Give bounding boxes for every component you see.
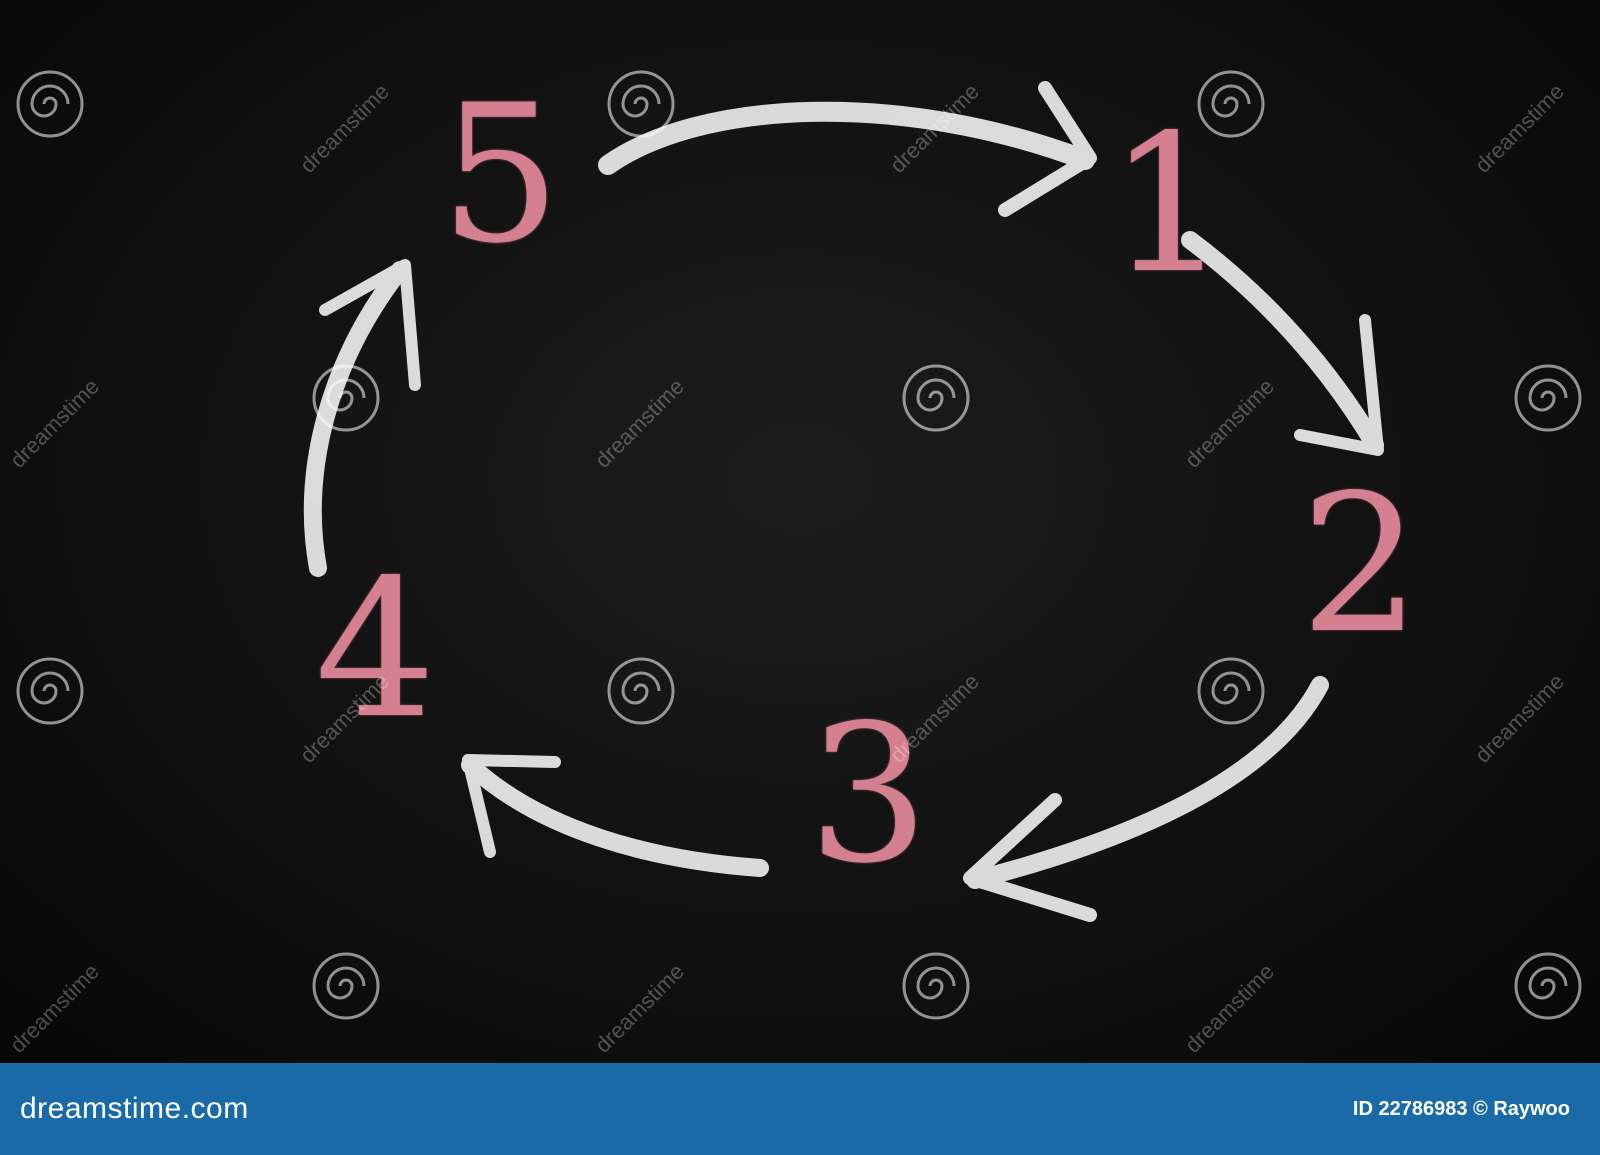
step-4: 4 bbox=[315, 539, 436, 760]
cycle-arrows bbox=[303, 81, 1384, 922]
arrowhead-4-to-5 bbox=[319, 259, 421, 391]
watermark-spiral-icon bbox=[1197, 70, 1265, 138]
watermark-spiral-icon bbox=[607, 657, 675, 725]
watermark-spiral-icon bbox=[16, 657, 84, 725]
watermark-spiral-icon bbox=[312, 952, 380, 1020]
footer-bar: dreamstime.com ID 22786983 © Raywoo bbox=[0, 1063, 1600, 1155]
watermark-spiral-icon bbox=[16, 70, 84, 138]
chalkboard: 5 1 2 3 4 dreamstime dreamstime dreamsti… bbox=[0, 0, 1600, 1063]
arrowhead-1-to-2 bbox=[1294, 314, 1384, 456]
watermark-spiral-icon bbox=[1514, 952, 1582, 1020]
arrow-3-to-4 bbox=[461, 756, 769, 877]
arrow-1-to-2 bbox=[1181, 231, 1384, 454]
step-3: 3 bbox=[808, 684, 929, 905]
watermark-spiral-icon bbox=[902, 364, 970, 432]
brand-logo-text: dreamstime.com bbox=[20, 1092, 249, 1125]
step-2: 2 bbox=[1300, 454, 1421, 675]
arrow-5-to-1 bbox=[598, 101, 1095, 175]
watermark-spiral-icon bbox=[1197, 657, 1265, 725]
step-1: 1 bbox=[1108, 94, 1229, 315]
arrowhead-5-to-1 bbox=[998, 81, 1097, 217]
watermark-spiral-icon bbox=[312, 364, 380, 432]
arrow-2-to-3 bbox=[966, 676, 1329, 889]
watermark-spiral-icon bbox=[607, 70, 675, 138]
arrow-4-to-5 bbox=[303, 261, 409, 577]
watermark-spiral-icon bbox=[1514, 364, 1582, 432]
arrowhead-3-to-4 bbox=[462, 754, 561, 858]
arrowhead-2-to-3 bbox=[963, 793, 1097, 922]
step-5: 5 bbox=[440, 64, 561, 285]
watermark-spiral-icon bbox=[902, 952, 970, 1020]
image-credit: ID 22786983 © Raywoo bbox=[1352, 1097, 1570, 1120]
